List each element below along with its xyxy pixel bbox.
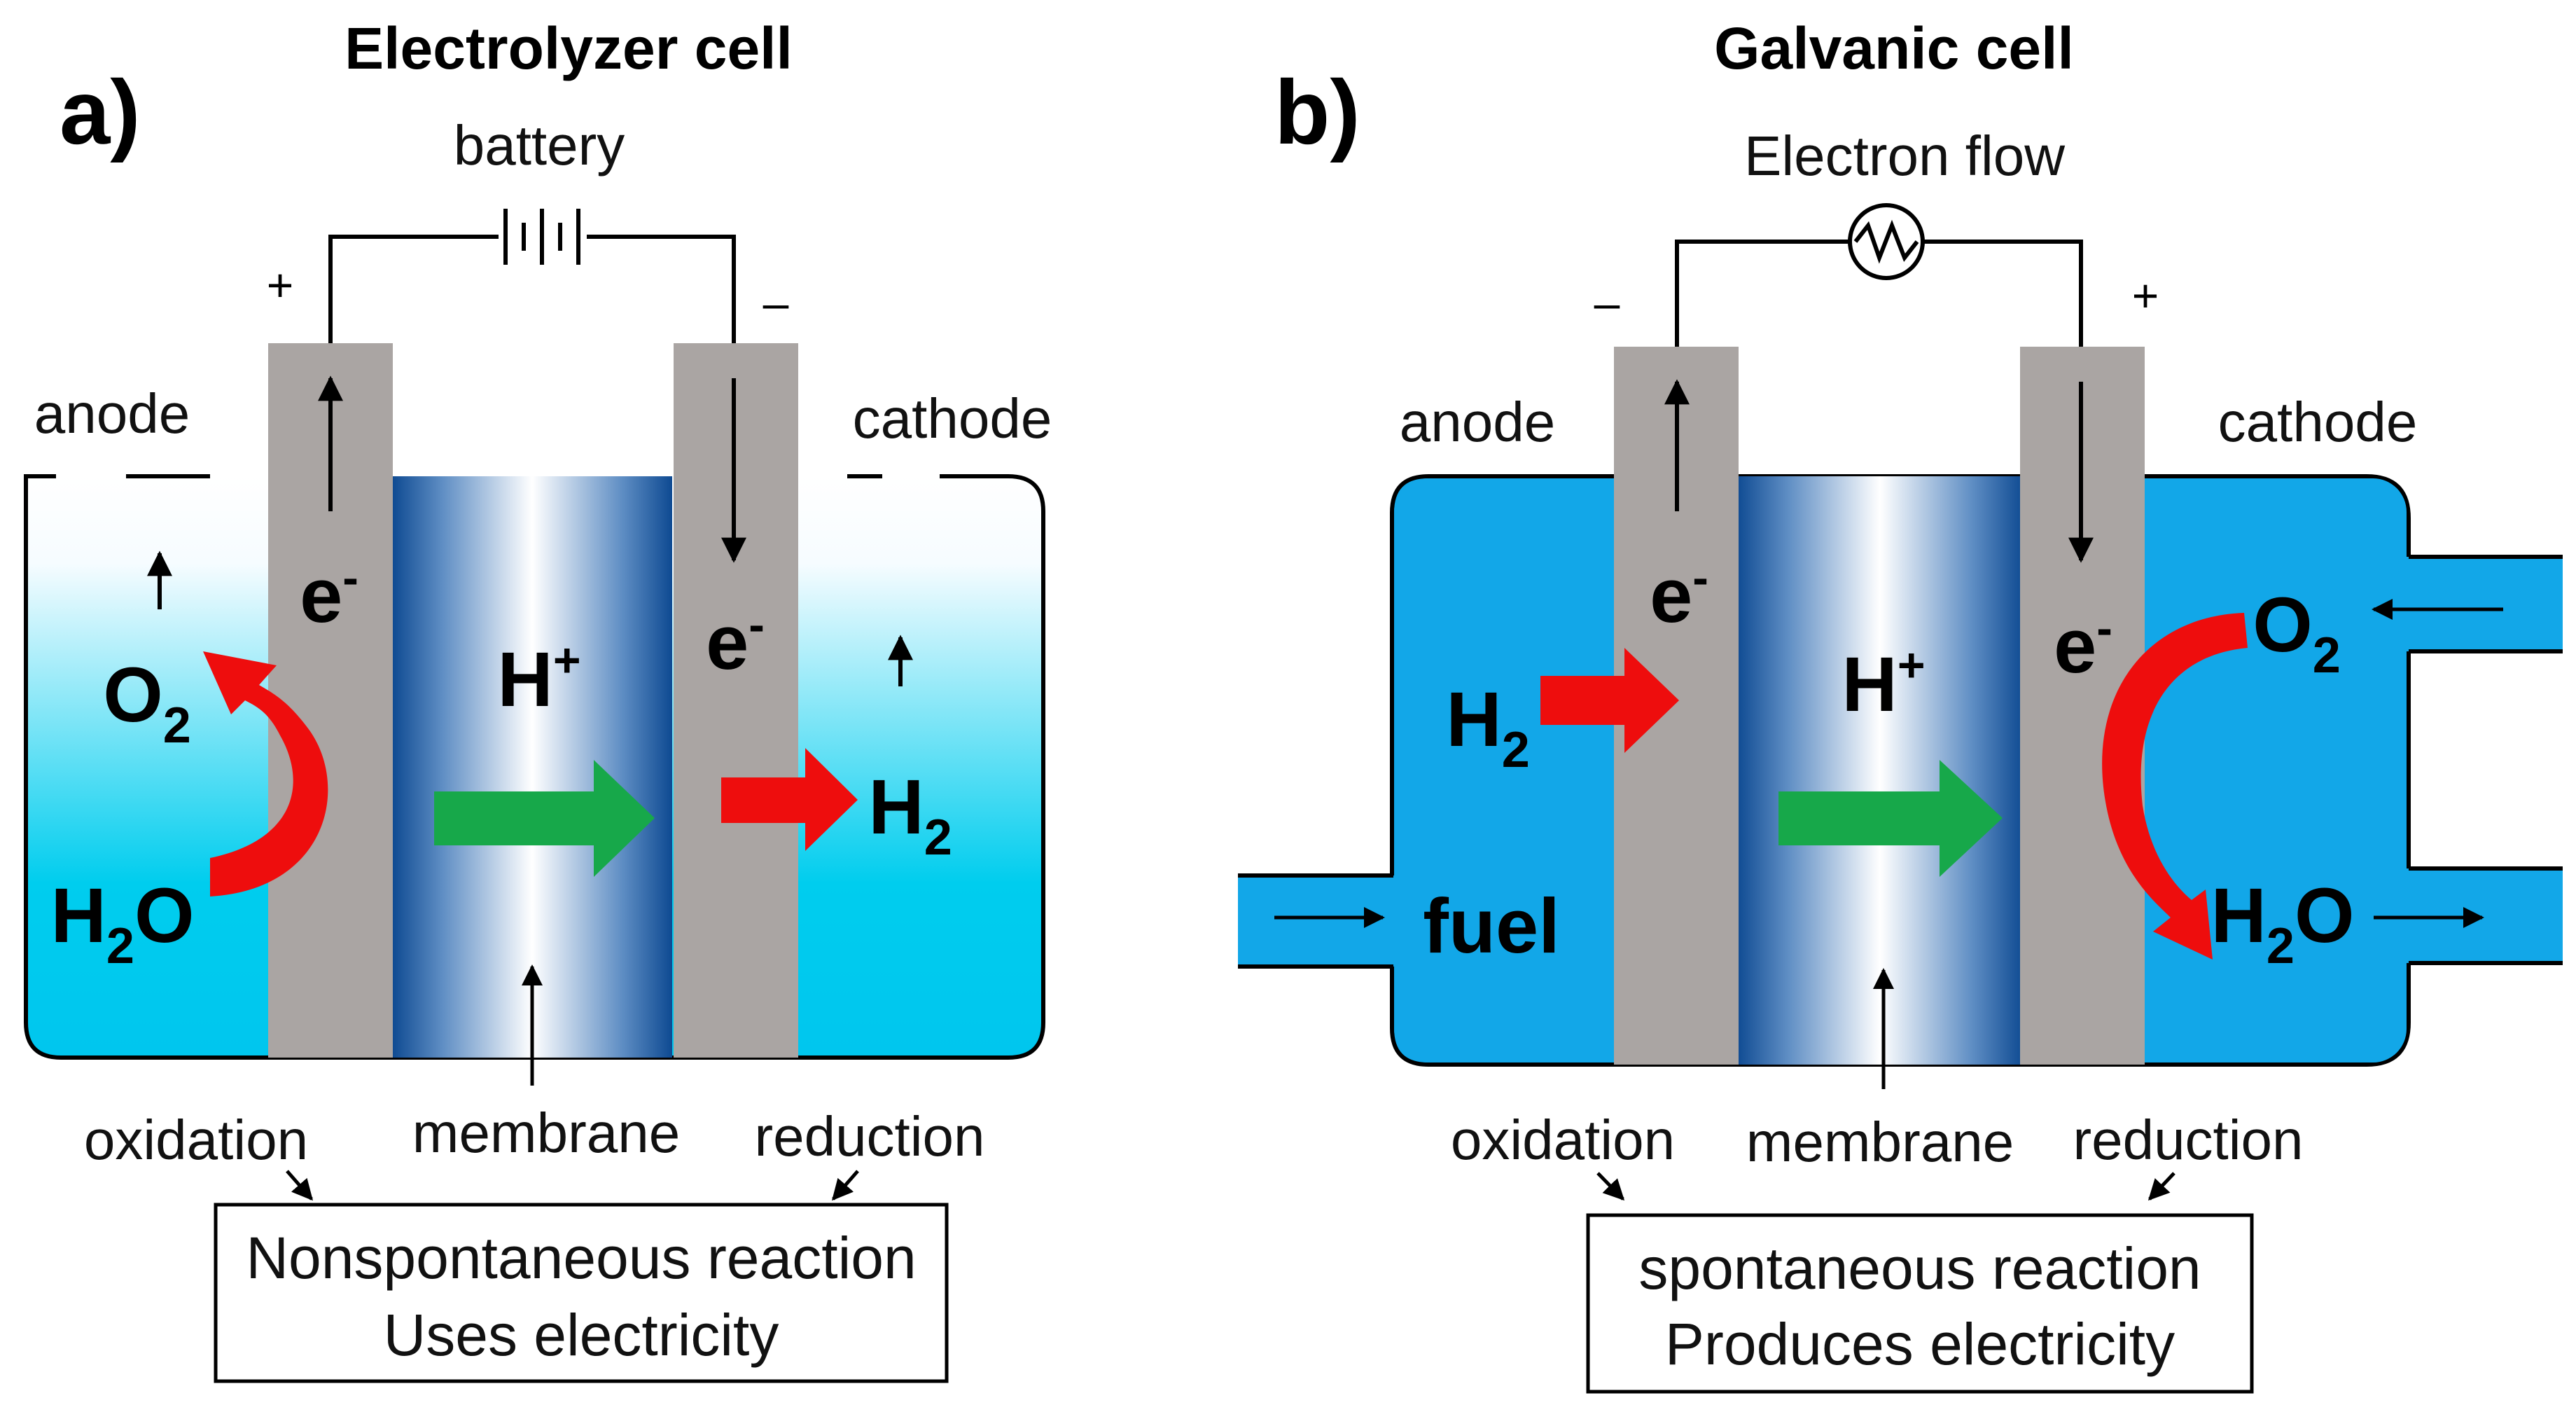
- panel-b-summary-box: [1586, 1213, 2254, 1394]
- panel-b-proton: H+: [1842, 639, 1925, 728]
- panel-a-membrane: [392, 476, 672, 1058]
- panel-b-reduction-label: reduction: [2073, 1109, 2303, 1171]
- panel-a-plus-sign: +: [267, 259, 294, 311]
- panel-b-h2: H2: [1446, 677, 1530, 778]
- panel-a-anode-label: anode: [34, 382, 190, 445]
- panel-b-box-line1: spontaneous reaction: [1638, 1235, 2201, 1301]
- panel-b-oxidation-label: oxidation: [1451, 1109, 1675, 1171]
- panel-a-oxidation-pointer: [286, 1170, 313, 1201]
- panel-a-o2: O2: [103, 652, 191, 754]
- panel-a: a) Electrolyzer cell battery + – anode c…: [24, 15, 1052, 1383]
- panel-b-proton-arrow: [1778, 760, 2003, 877]
- panel-b-anode-label: anode: [1400, 391, 1555, 453]
- panel-a-left-electron: e-: [300, 551, 358, 639]
- panel-b-letter: b): [1274, 61, 1360, 163]
- panel-a-cathode-label: cathode: [853, 387, 1052, 450]
- panel-b-oxidation-pointer: [1596, 1172, 1625, 1201]
- battery-label: battery: [454, 114, 625, 176]
- panel-a-membrane-label: membrane: [412, 1102, 680, 1164]
- panel-b-h2-arrow: [1540, 648, 1679, 753]
- panel-b-minus-sign: –: [1594, 277, 1620, 328]
- panel-a-h2o: H2O: [50, 873, 194, 974]
- panel-a-summary-box: [214, 1203, 949, 1383]
- panel-a-oxidation-label: oxidation: [84, 1109, 308, 1171]
- panel-b-o2: O2: [2253, 582, 2341, 684]
- panel-b-plus-sign: +: [2132, 270, 2159, 321]
- panel-b-h2o: H2O: [2211, 873, 2354, 974]
- load-resistor-icon: [1848, 203, 1925, 280]
- panel-b-fuel-inlet-pipe: [1238, 875, 1406, 967]
- panel-b-left-electron: e-: [1650, 551, 1708, 639]
- panel-a-letter: a): [60, 61, 141, 163]
- panel-b-right-electron: e-: [2054, 602, 2112, 689]
- panel-b-fuel-label: fuel: [1423, 883, 1560, 969]
- panel-a-right-electron: e-: [706, 598, 765, 686]
- panel-a-reduction-pointer: [832, 1170, 859, 1201]
- electron-flow-label: Electron flow: [1744, 125, 2065, 187]
- panel-a-title: Electrolyzer cell: [344, 15, 793, 81]
- panel-a-oxidation-curved-arrow: [203, 651, 328, 897]
- panel-a-minus-sign: –: [763, 277, 789, 328]
- panel-b-membrane: [1736, 476, 2024, 1065]
- panel-a-proton: H+: [497, 634, 580, 723]
- panel-a-box-line2: Uses electricity: [384, 1302, 779, 1368]
- panel-b: b) Galvanic cell Electron flow – +: [1238, 15, 2563, 1394]
- panel-b-membrane-label: membrane: [1746, 1111, 2014, 1173]
- panel-a-reduction-label: reduction: [754, 1105, 984, 1168]
- panel-a-h2-arrow: [721, 748, 858, 851]
- panel-b-box-line2: Produces electricity: [1665, 1311, 2175, 1377]
- panel-b-reduction-curved-arrow: [2102, 613, 2248, 960]
- panel-b-cathode-label: cathode: [2218, 391, 2418, 453]
- panel-b-reduction-pointer: [2147, 1172, 2175, 1201]
- panel-a-circuit-wire: [328, 235, 736, 343]
- panel-b-circuit-wire: [1675, 240, 2083, 347]
- panel-a-box-line1: Nonspontaneous reaction: [246, 1225, 916, 1291]
- panel-a-h2: H2: [868, 764, 952, 866]
- panel-b-oxygen-inlet-pipe: [2395, 557, 2563, 651]
- battery-icon: [503, 209, 580, 265]
- panel-b-title: Galvanic cell: [1714, 15, 2074, 81]
- panel-a-proton-arrow: [434, 760, 655, 877]
